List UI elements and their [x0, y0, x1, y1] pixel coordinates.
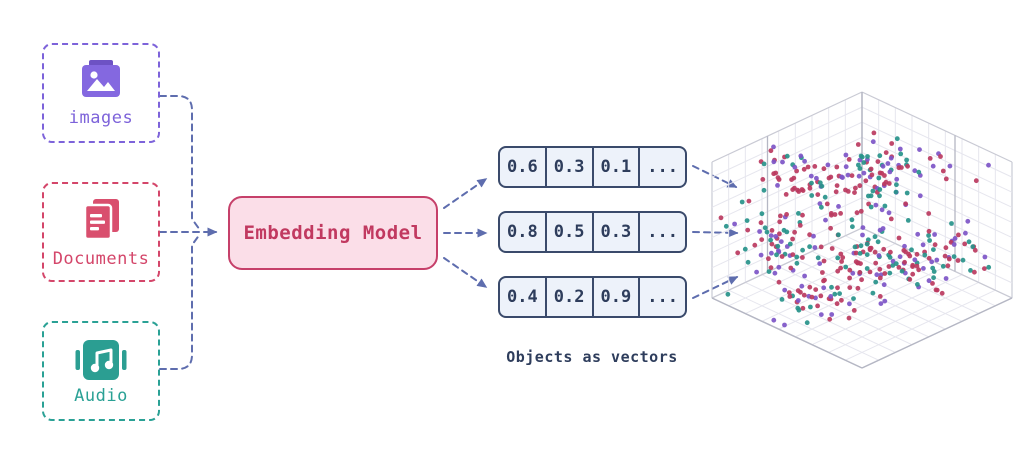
connector-embedding-to-vector1-arrow [443, 178, 488, 209]
documents-label: Documents [52, 248, 150, 269]
input-box-documents: Documents [42, 182, 160, 282]
vector-cell: ... [638, 148, 685, 186]
vector-cell: 0.9 [591, 278, 639, 316]
input-box-audio: Audio [42, 321, 160, 421]
images-label: images [68, 107, 134, 128]
input-box-images: images [42, 43, 160, 143]
vectors-caption: Objects as vectors [506, 348, 678, 366]
vector-cell: 0.6 [507, 157, 538, 177]
vector-cell: 0.2 [544, 278, 592, 316]
vector-row-1: 0.6 0.3 0.1 ... [498, 146, 687, 188]
embedding-model-box: Embedding Model [228, 196, 438, 270]
vector-row-3: 0.4 0.2 0.9 ... [498, 276, 687, 318]
vector-space-cube-grid [711, 91, 1013, 369]
embedding-model-label: Embedding Model [243, 222, 423, 244]
vector-cell: 0.8 [507, 222, 538, 242]
connector-embedding-to-vector3-arrow [443, 257, 488, 288]
documents-icon [83, 198, 119, 240]
audio-label: Audio [74, 385, 128, 406]
images-icon [82, 59, 120, 97]
connector-images-to-merge [159, 95, 201, 231]
vector-cell: ... [638, 278, 685, 316]
connector-vector3-to-space-arrow [692, 276, 739, 299]
connector-vector2-to-space-arrow [692, 228, 739, 238]
vector-cell: 0.4 [507, 287, 538, 307]
vector-cell: ... [638, 213, 685, 251]
vector-cell: 0.3 [591, 213, 639, 251]
vector-row-2: 0.8 0.5 0.3 ... [498, 211, 687, 253]
vector-cell: 0.1 [591, 148, 639, 186]
audio-icon [75, 339, 127, 380]
vector-cell: 0.5 [544, 213, 592, 251]
vector-space-scatter-dots [718, 130, 992, 328]
vector-cell: 0.3 [544, 148, 592, 186]
connector-audio-to-merge [159, 233, 201, 370]
